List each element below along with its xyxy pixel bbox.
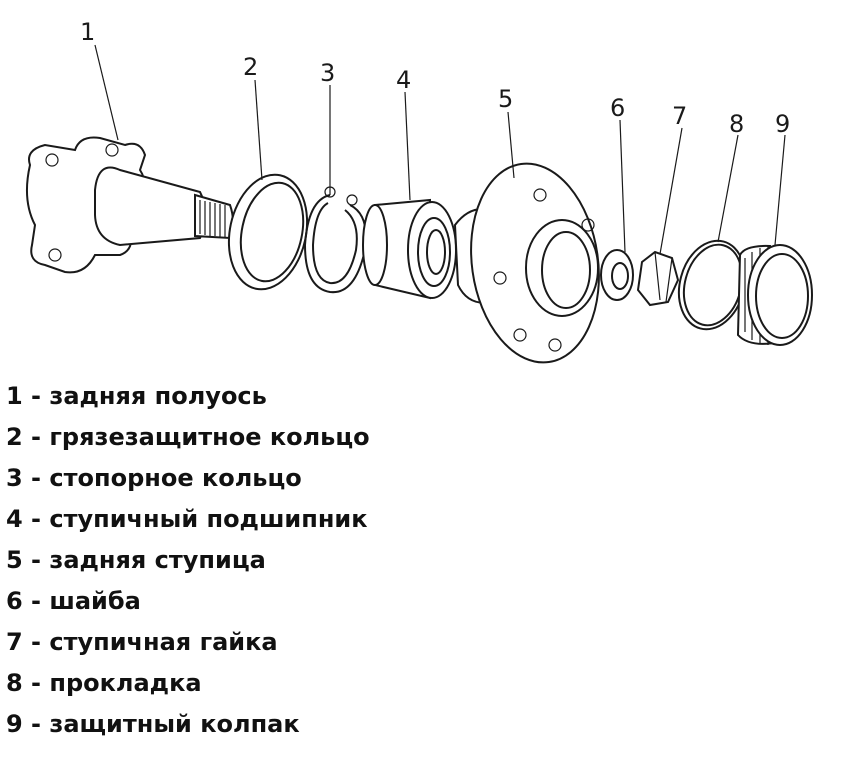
legend-item: 3 - стопорное кольцо	[6, 464, 302, 492]
rear-hub-part	[453, 162, 600, 364]
legend-item: 4 - ступичный подшипник	[6, 505, 368, 533]
callout-2: 2	[243, 53, 258, 81]
gasket-part	[677, 239, 747, 331]
exploded-hub-diagram: 1 2 3 4 5 6 7 8 9	[25, 18, 813, 364]
legend-item: 5 - задняя ступица	[6, 546, 266, 574]
protective-cap-part	[736, 244, 813, 346]
callout-1: 1	[80, 18, 95, 46]
callout-5: 5	[498, 85, 513, 113]
parts-legend: 1 - задняя полуось 2 - грязезащитное кол…	[6, 378, 370, 747]
legend-item: 2 - грязезащитное кольцо	[6, 423, 370, 451]
callout-3: 3	[320, 59, 335, 87]
rear-axle-shaft-part	[25, 136, 234, 274]
legend-item: 6 - шайба	[6, 587, 141, 615]
callout-8: 8	[729, 110, 744, 138]
hub-bearing-part	[362, 198, 457, 300]
legend-item: 9 - защитный колпак	[6, 710, 300, 738]
callout-6: 6	[610, 94, 625, 122]
dust-ring-part	[227, 173, 309, 291]
leader-lines	[94, 44, 786, 255]
legend-item: 1 - задняя полуось	[6, 382, 267, 410]
legend-item: 7 - ступичная гайка	[6, 628, 278, 656]
washer-part	[600, 249, 634, 301]
callout-9: 9	[775, 110, 790, 138]
hub-nut-part	[636, 250, 680, 307]
callout-7: 7	[672, 102, 687, 130]
snap-ring-part	[303, 186, 367, 294]
legend-item: 8 - прокладка	[6, 669, 202, 697]
callout-4: 4	[396, 66, 411, 94]
